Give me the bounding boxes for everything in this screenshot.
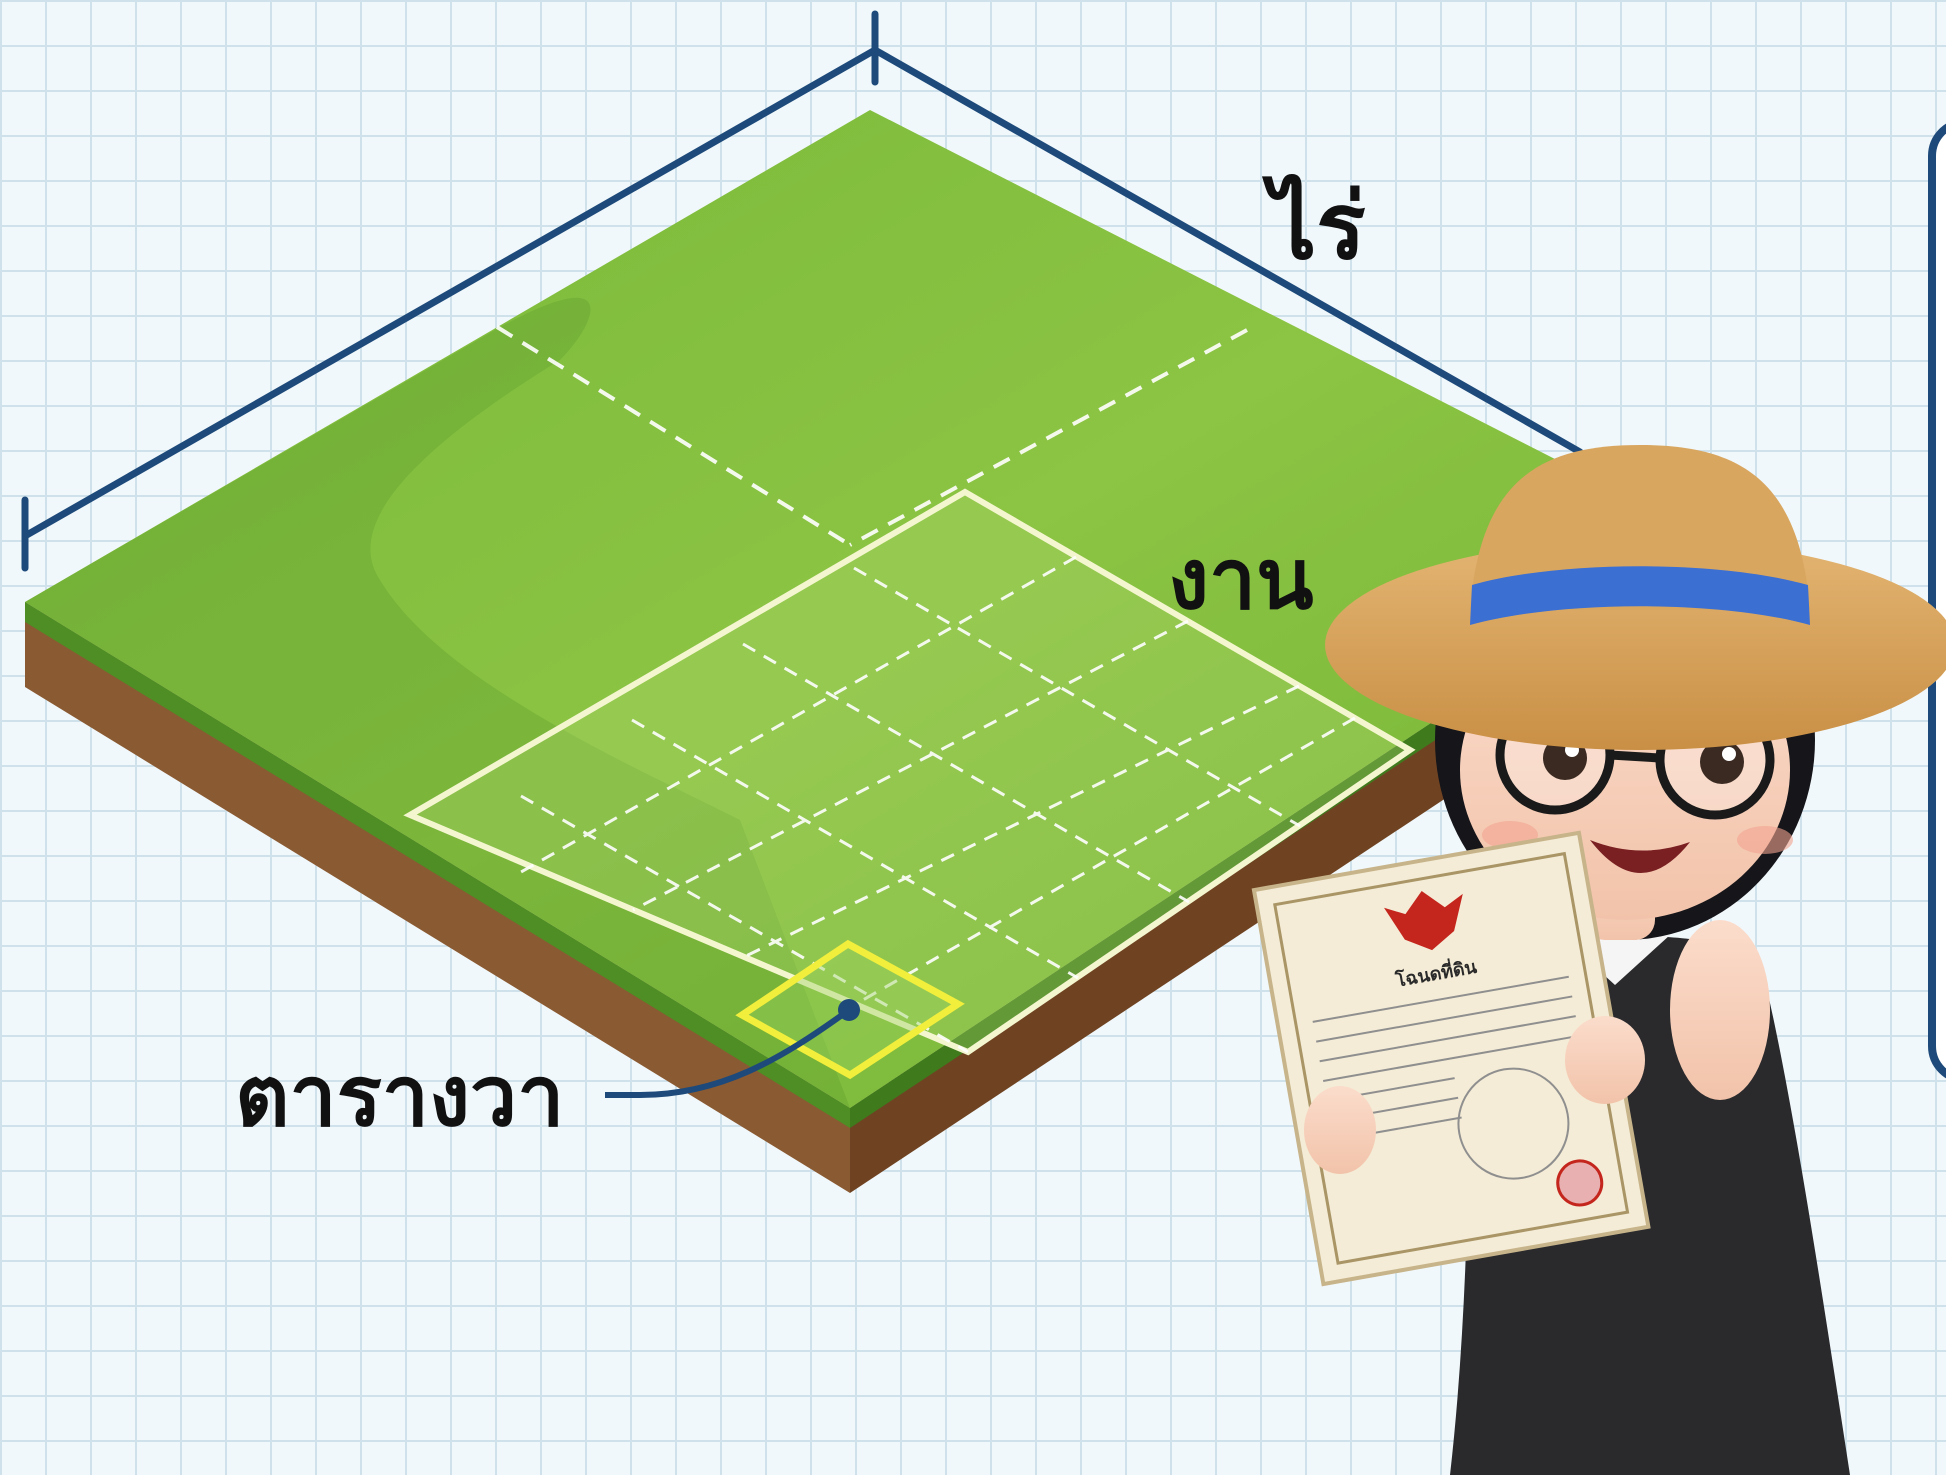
hat-band	[1470, 566, 1810, 625]
hat-crown	[1470, 445, 1810, 610]
right-cheek	[1737, 826, 1793, 854]
left-hand	[1304, 1086, 1376, 1174]
talang-wa-label: ตารางวา	[235, 1047, 564, 1145]
grass-shade-patch	[25, 297, 850, 1108]
ngan-divisions	[495, 325, 1248, 547]
right-arm	[1670, 920, 1770, 1100]
deed-map-circle	[1457, 1067, 1570, 1180]
rai-dimension-lines	[21, 10, 1584, 572]
deed-seal	[1556, 1159, 1604, 1207]
farmer-girl-character: โฉนดที่ดิน	[1251, 445, 1946, 1475]
talang-wa-pointer-line	[605, 1007, 851, 1098]
right-eye-highlight	[1722, 747, 1736, 761]
grass-top	[25, 110, 1710, 1108]
soil-left-side	[25, 602, 850, 1193]
ngan-label: งาน	[1168, 530, 1314, 628]
right-hand	[1565, 1016, 1645, 1104]
mouth	[1590, 840, 1690, 874]
talang-wa-grid	[520, 555, 1356, 1054]
garuda-emblem	[1383, 890, 1463, 951]
grass-left-rim	[25, 602, 850, 1128]
deed-text-lines	[1312, 975, 1580, 1142]
rai-label: ไร่	[1261, 173, 1366, 280]
